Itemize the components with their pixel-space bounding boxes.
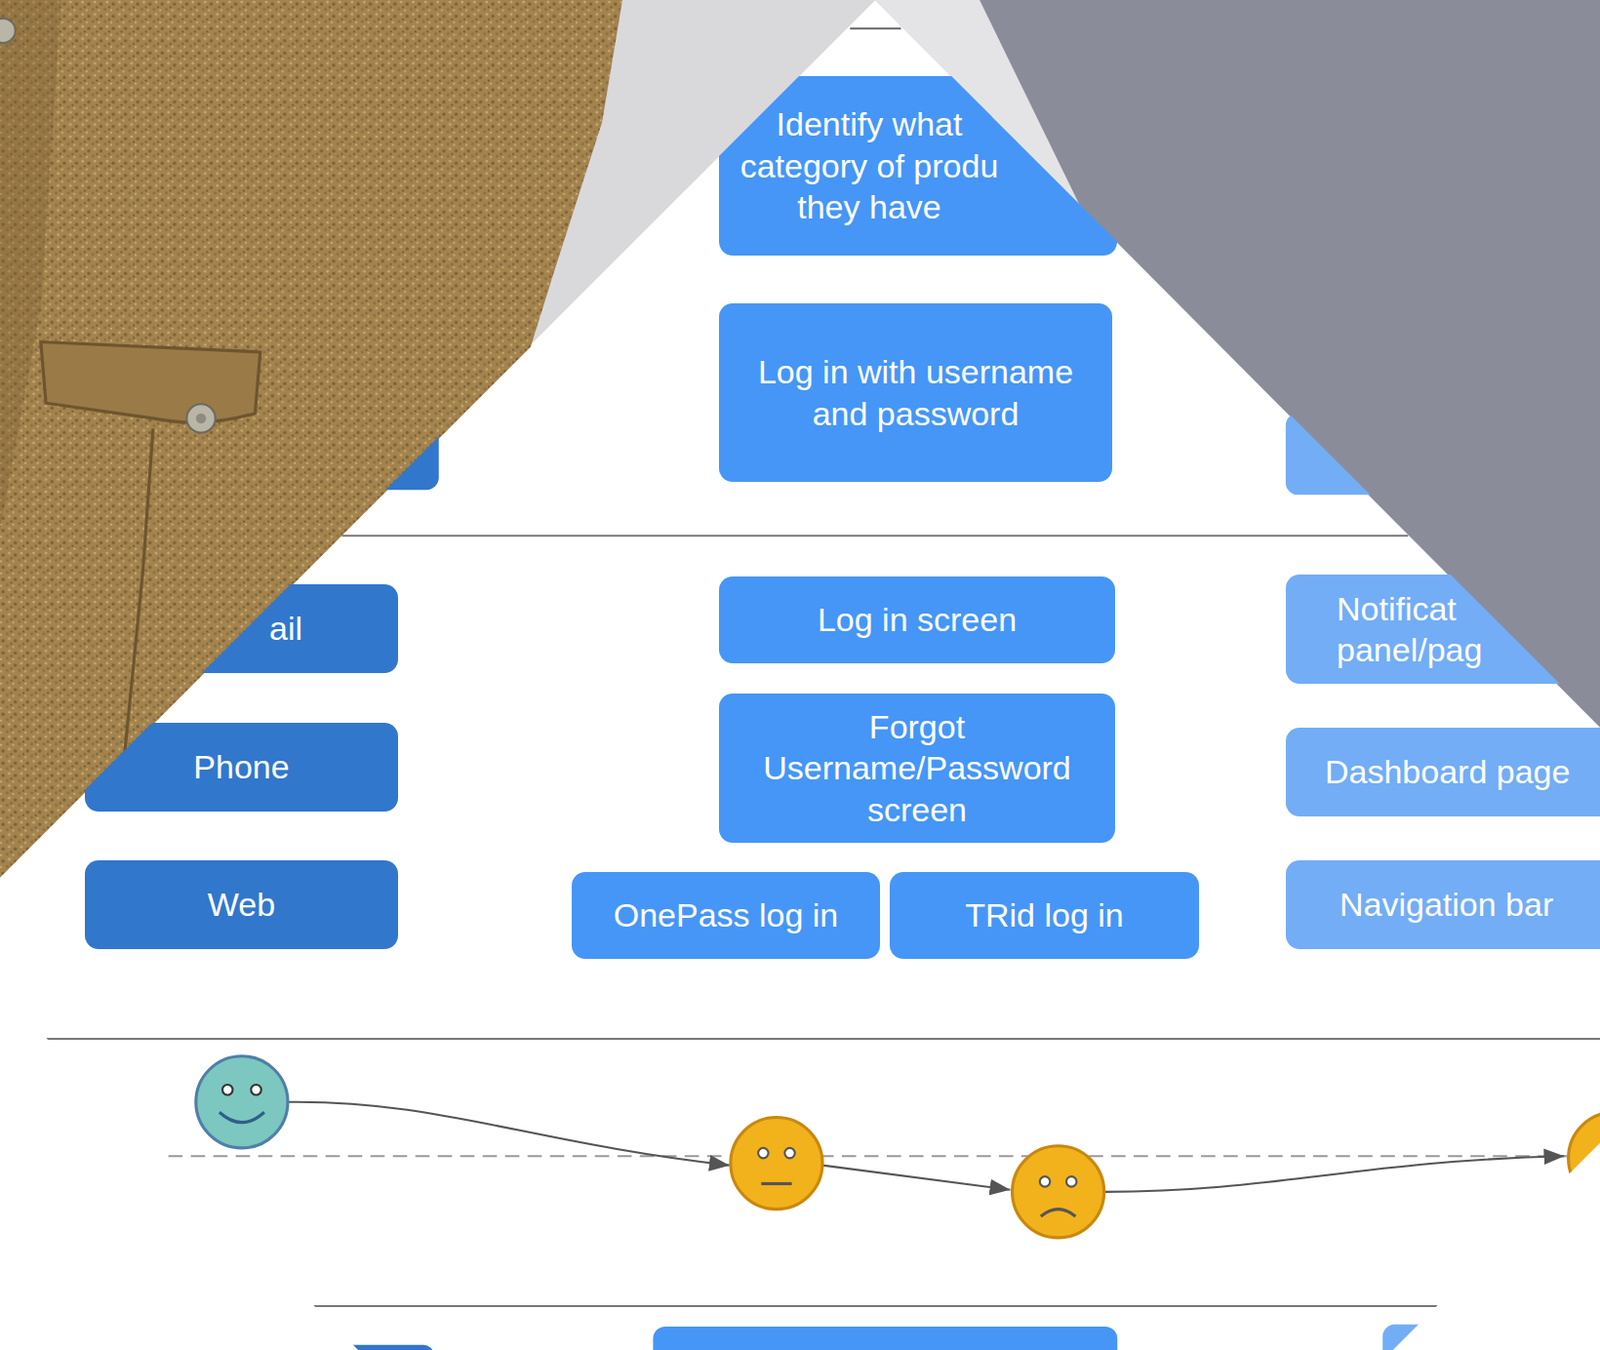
box-fragment [102,407,440,490]
button-centre [196,413,206,424]
box-label: Notificat panel/pag [1336,588,1493,672]
divider-line [45,1038,1600,1040]
emotion-curve [822,1165,1010,1191]
box-fragment [652,1326,1118,1350]
sad-face [1012,1146,1105,1239]
process-box: Log in screen [719,576,1116,664]
process-box: TRid log in [889,872,1200,960]
process-box: OnePass log in [571,872,880,960]
jacket-shadow [0,0,62,531]
neutral-face [730,1117,823,1209]
face-eye [1040,1176,1050,1187]
happy-face [196,1056,288,1149]
divider-line [311,1305,1440,1308]
box-label: Forgot Username/Password screen [756,706,1079,832]
process-box: Log in with username and password [719,303,1113,482]
process-box: Web [84,860,399,950]
face-eye [1066,1176,1077,1187]
emotion-curve [287,1102,730,1166]
box-label: Phone [193,746,289,789]
box-fragment [336,1345,434,1350]
box-label: Navigation bar [1339,883,1554,926]
divider-line [849,27,901,30]
face-mouth [219,1112,265,1122]
face-eye [784,1148,795,1159]
diagram-decoration [45,28,1600,1350]
process-box: Dashboard page [1285,727,1600,817]
box-label: Log in screen [817,599,1017,641]
jacket-button [186,403,215,433]
pocket-flap [40,341,261,423]
divider-line [341,534,1408,537]
jacket-button [0,18,16,43]
process-box: Forgot Username/Password screen [719,693,1116,843]
box-label: ail [269,607,303,650]
face-eye [222,1084,233,1095]
baseline-dashed [168,1155,1572,1158]
neutral-face [1568,1112,1600,1204]
box-fragment [1382,1324,1600,1350]
face-eye [250,1084,261,1095]
box-label: TRid log in [964,894,1124,937]
tweed-jacket [0,0,623,879]
box-label: Dashboard page [1324,751,1570,794]
face-eye [758,1148,768,1159]
face-mouth [760,1182,792,1186]
face-mouth [1040,1209,1077,1217]
box-fragment [1285,413,1600,496]
box-label: Log in with username and password [745,351,1087,435]
jacket-seam [122,428,154,776]
box-label: Identify what category of produ they hav… [732,103,1006,229]
emotion-curve [1104,1156,1565,1193]
process-box: Navigation bar [1285,860,1600,950]
box-label: Web [207,883,276,926]
box-label: OnePass log in [613,894,840,937]
